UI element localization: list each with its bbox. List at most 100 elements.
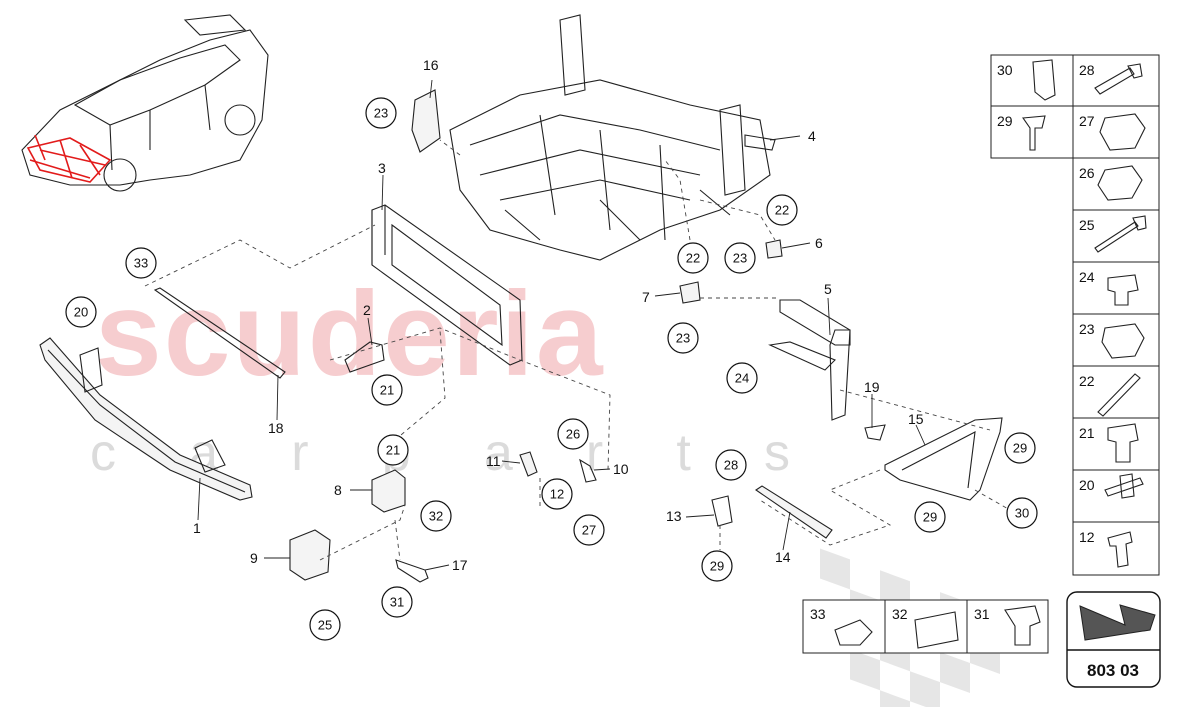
label-15: 15: [908, 411, 924, 427]
svg-text:22: 22: [686, 251, 700, 266]
bubble-29: 29: [701, 550, 733, 582]
legend-22: 22: [1079, 373, 1095, 389]
strip-part: [153, 287, 286, 379]
bubble-21: 21: [377, 434, 409, 466]
bracket-8: [371, 469, 406, 513]
svg-text:26: 26: [566, 427, 580, 442]
bracket-7: [679, 281, 701, 304]
car-thumbnail: [21, 14, 269, 192]
bubble-30: 30: [1006, 497, 1038, 529]
label-8: 8: [334, 482, 342, 498]
bubble-33: 33: [125, 247, 157, 279]
bubble-28: 28: [715, 449, 747, 481]
bubble-32: 32: [420, 500, 452, 532]
chassis-frame: [449, 14, 776, 261]
bracket-19: [864, 424, 886, 441]
bubble-21: 21: [371, 374, 403, 406]
bolt-icon: [1107, 423, 1139, 463]
torx-bolt-icon: [1004, 605, 1041, 646]
washer-bolt-icon: [1104, 473, 1144, 499]
bubble-23: 23: [365, 97, 397, 129]
legend-29: 29: [997, 113, 1013, 129]
flange-bolt-icon: [1107, 274, 1139, 306]
svg-text:23: 23: [676, 331, 690, 346]
label-10: 10: [613, 461, 629, 477]
bracket-6: [765, 239, 783, 259]
bracket-13: [711, 495, 733, 527]
legend-12: 12: [1079, 529, 1095, 545]
grommet-icon: [834, 619, 873, 646]
rivet-icon: [1094, 63, 1143, 95]
svg-text:28: 28: [724, 458, 738, 473]
label-3: 3: [378, 160, 386, 176]
svg-text:21: 21: [386, 443, 400, 458]
svg-text:20: 20: [74, 305, 88, 320]
bracket-11: [519, 451, 538, 477]
label-7: 7: [642, 289, 650, 305]
svg-text:12: 12: [550, 487, 564, 502]
legend-24: 24: [1079, 269, 1095, 285]
label-13: 13: [666, 508, 682, 524]
hex-nut-icon: [1101, 323, 1145, 359]
bubble-22: 22: [677, 242, 709, 274]
long-bolt-icon: [1094, 215, 1147, 253]
bubble-29: 29: [914, 501, 946, 533]
label-9: 9: [250, 550, 258, 566]
bracket-16: [411, 89, 441, 153]
label-5: 5: [824, 281, 832, 297]
pin-bolt-icon: [1097, 373, 1141, 417]
label-18: 18: [268, 420, 284, 436]
legend-33: 33: [810, 606, 826, 622]
svg-text:31: 31: [390, 595, 404, 610]
label-19: 19: [864, 379, 880, 395]
svg-text:30: 30: [1015, 506, 1029, 521]
clip-icon: [1032, 59, 1056, 101]
bubble-20: 20: [65, 296, 97, 328]
radiator-frame: [371, 204, 523, 366]
legend-right: 30 29 28 27 26 25 24 23 22 21 20 12: [990, 54, 1160, 576]
block-9: [289, 529, 331, 581]
bubble-26: 26: [557, 418, 589, 450]
legend-21: 21: [1079, 425, 1095, 441]
legend-27: 27: [1079, 113, 1095, 129]
svg-text:33: 33: [134, 256, 148, 271]
bubble-labels: 33 20 21 23 22 22 23 23 24 21 26 12 27 2…: [65, 97, 1038, 641]
part-number-labels: 1 2 3 4 5 6 7 8 9 10 11 13 14 15 16 17 1…: [193, 57, 924, 573]
legend-32: 32: [892, 606, 908, 622]
legend-26: 26: [1079, 165, 1095, 181]
label-11: 11: [486, 453, 501, 469]
legend-30: 30: [997, 62, 1013, 78]
bubble-23: 23: [724, 242, 756, 274]
dashed-lines: [144, 139, 1011, 561]
svg-text:23: 23: [733, 251, 747, 266]
diagram-code-box: 803 03: [1066, 591, 1161, 688]
svg-text:24: 24: [735, 371, 749, 386]
highlighted-front-structure: [26, 134, 112, 183]
bracket-17: [395, 559, 429, 583]
clip-nut-icon: [914, 611, 959, 649]
bubble-27: 27: [573, 514, 605, 546]
label-16: 16: [423, 57, 439, 73]
legend-20: 20: [1079, 477, 1095, 493]
label-2: 2: [363, 302, 371, 318]
bubble-23: 23: [667, 322, 699, 354]
legend-25: 25: [1079, 217, 1095, 233]
bubble-25: 25: [309, 609, 341, 641]
leader-lines: [197, 79, 926, 571]
svg-text:21: 21: [380, 383, 394, 398]
svg-text:32: 32: [429, 509, 443, 524]
rod-14: [755, 485, 833, 539]
bubble-12: 12: [541, 478, 573, 510]
svg-text:29: 29: [710, 559, 724, 574]
bracket-10: [579, 458, 597, 483]
watermark-brand: scuderia: [95, 267, 605, 401]
diagram-code: 803 03: [1087, 661, 1139, 680]
label-6: 6: [815, 235, 823, 251]
screw-icon: [1022, 115, 1046, 151]
bubble-29: 29: [1004, 432, 1036, 464]
flange-nut-icon: [1097, 165, 1143, 201]
legend-28: 28: [1079, 62, 1095, 78]
triangle-15: [884, 417, 1003, 501]
svg-text:25: 25: [318, 618, 332, 633]
